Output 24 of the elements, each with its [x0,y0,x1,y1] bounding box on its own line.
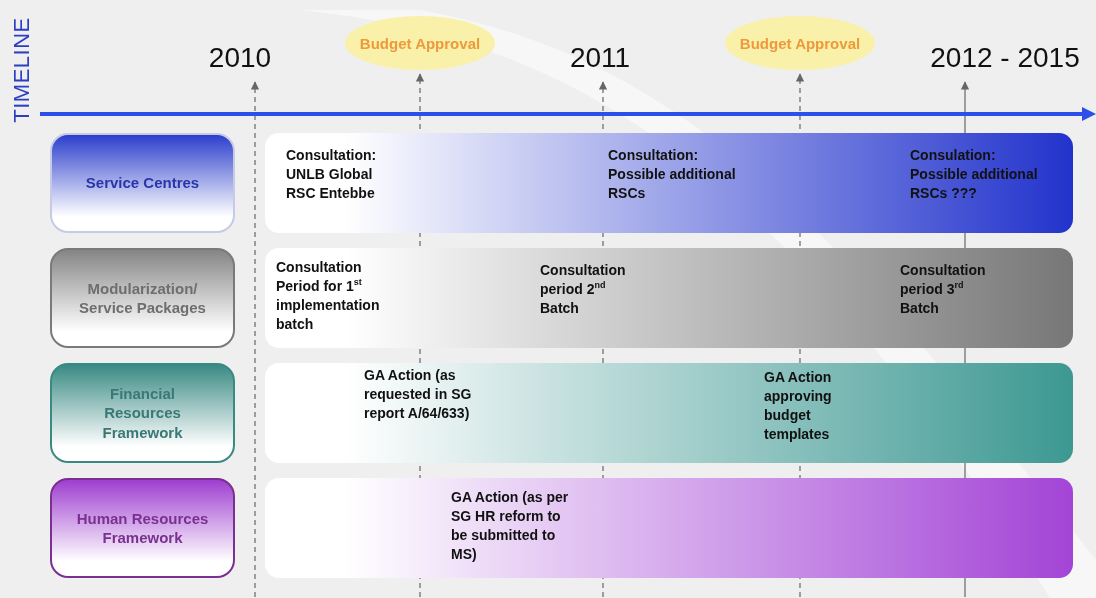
band-text: GA Action (as per SG HR reform to be submitted to MS) [451,488,570,564]
milestone-ellipse: Budget Approval [725,16,875,70]
band-text: Consultation Period for 1$^{st}$ implementation batch [276,258,381,334]
band-text: Consultation: UNLB Global RSC Entebbe [286,146,378,203]
band-text: GA Action approving budget templates [764,368,833,444]
arrow [250,81,260,598]
timeline-band [265,133,1073,233]
category-box: Service Centres [50,133,235,233]
year-label: 2011 [569,42,631,74]
band-text: Consultation: Possible additional RSCs [608,146,737,203]
timeline-band [265,363,1073,463]
band-text: Consultation period 2$^{nd}$ Batch [540,261,627,318]
band-text: GA Action (as requested in SG report A/64/633) [364,366,472,423]
category-box: Modularization/ Service Packages [50,248,235,348]
band-text: Consultation period 3$^{rd}$ Batch [900,261,987,318]
milestone-ellipse: Budget Approval [345,16,495,70]
category-box: Human Resources Framework [50,478,235,578]
year-label: 2012 - 2015 [930,42,1080,74]
timeline-band [265,248,1073,348]
band-text: Consulation: Possible additional RSCs ??? [910,146,1039,203]
year-label: 2010 [208,42,272,74]
timeline-band [265,478,1073,578]
category-box: Financial Resources Framework [50,363,235,463]
timeline-label: TIMELINE [9,17,35,123]
